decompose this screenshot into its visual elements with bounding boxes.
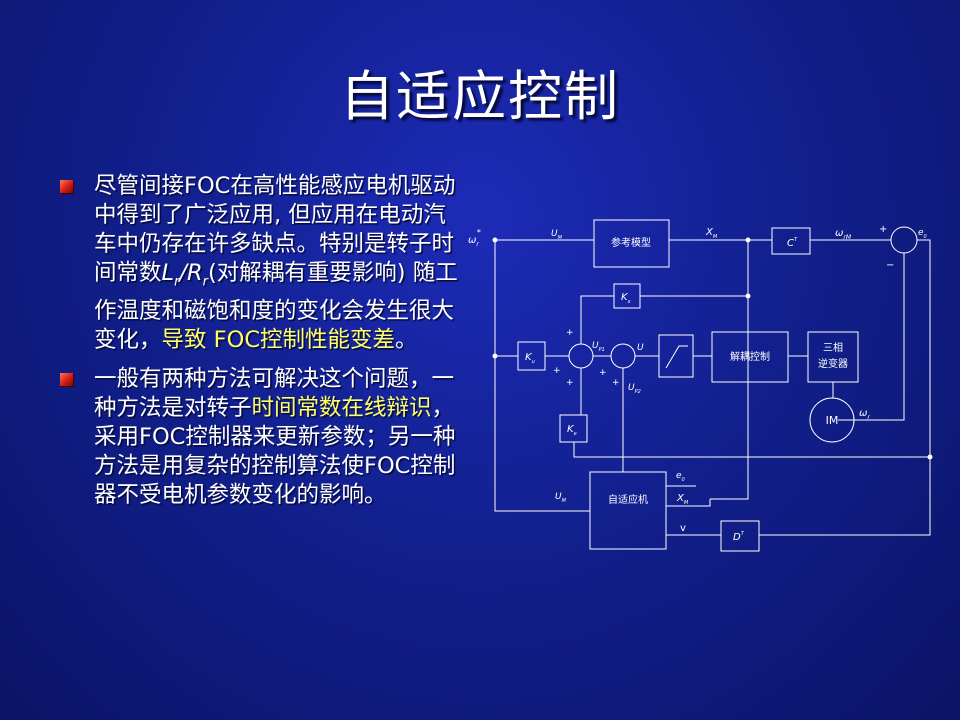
line-input-down (494, 240, 590, 512)
highlight-text: 时间常数在线辩识 (251, 394, 432, 421)
sum-junction-1 (568, 343, 594, 369)
bullet-text-1: 尽管间接FOC在高性能感应电机驱动中得到了广泛应用, 但应用在电动汽车中仍存在许… (94, 173, 458, 353)
UP1-label: UP1 (592, 341, 605, 353)
e0-label-bottom: e0 (676, 471, 685, 483)
reference-model-block (593, 219, 670, 268)
plus-sign: + (566, 378, 574, 388)
limiter-curve-icon (665, 345, 688, 369)
line-e0-to-Ke (573, 442, 623, 458)
minus-sign: − (886, 260, 894, 271)
reference-model-label: 参考模型 (611, 236, 651, 249)
XM-label-top: XM (705, 227, 718, 240)
e0-label-top: e0 (918, 228, 927, 240)
induction-motor (809, 397, 855, 443)
CT-label: CT (787, 237, 798, 249)
inverter-label-2: 逆变器 (818, 357, 848, 370)
line-e0-right (622, 239, 931, 472)
omega-r-label: ωr (859, 408, 870, 421)
Kx-label: Kx (621, 292, 631, 305)
highlight-text: 导致 FOC控制性能变差 (161, 326, 396, 353)
CT-block (771, 227, 811, 255)
control-block-diagram: ωr* UM 参考模型 XM CT ωrM + − e0 ωr Kx (468, 219, 933, 552)
UP2-label: UP2 (628, 383, 641, 395)
bullet-square-icon (60, 180, 73, 193)
line-XM-down (710, 240, 749, 500)
adaptive-mechanism-block (589, 471, 667, 550)
Ke-label: Ke (567, 424, 577, 437)
bullet-list: 尽管间接FOC在高性能感应电机驱动中得到了广泛应用, 但应用在电动汽车中仍存在许… (60, 172, 460, 520)
plus-sign: + (612, 378, 620, 388)
DT-label: DT (733, 531, 745, 543)
bullet-item-1: 尽管间接FOC在高性能感应电机驱动中得到了广泛应用, 但应用在电动汽车中仍存在许… (60, 172, 460, 355)
adaptive-mechanism-label: 自适应机 (608, 493, 648, 506)
sum-junction-2 (610, 343, 636, 369)
Ku-label: Ku (525, 352, 535, 365)
U-label: U (637, 343, 644, 353)
omega-rM-label: ωrM (835, 228, 852, 241)
plus-sign: + (599, 368, 607, 378)
line-omega-feedback (838, 253, 905, 421)
plus-sign: + (566, 328, 574, 338)
decoupling-control-label: 解耦控制 (730, 350, 770, 363)
line-Kx-to-sum1 (580, 295, 614, 344)
Kx-junction-dot (745, 293, 751, 299)
plus-sign: + (879, 224, 887, 235)
DT-block (720, 520, 760, 552)
error-sum-junction (890, 226, 918, 254)
bullet-square-icon (60, 372, 73, 386)
UM-label-bottom: UM (555, 492, 567, 504)
v-label: v (680, 523, 686, 534)
limiter-block (658, 334, 694, 378)
line-XM-to-adaptive (666, 499, 711, 507)
decoupling-control-block (711, 331, 789, 383)
inverter-label-1: 三相 (823, 341, 843, 354)
UM-label-top: UM (551, 229, 563, 241)
bullet-item-2: 一般有两种方法可解决这个问题，一种方法是对转子时间常数在线辩识，采用FOC控制器… (60, 365, 460, 510)
inverter-block (807, 331, 859, 383)
omega-ref-label: ωr* (468, 228, 481, 248)
motor-label: IM (826, 414, 839, 427)
XM-label-bottom: XM (676, 493, 689, 506)
slide-title: 自适应控制 (340, 65, 620, 128)
plus-sign: + (553, 366, 561, 376)
bullet-text-2: 一般有两种方法可解决这个问题，一种方法是对转子时间常数在线辩识，采用FOC控制器… (94, 365, 456, 508)
line-v-input (759, 457, 931, 536)
